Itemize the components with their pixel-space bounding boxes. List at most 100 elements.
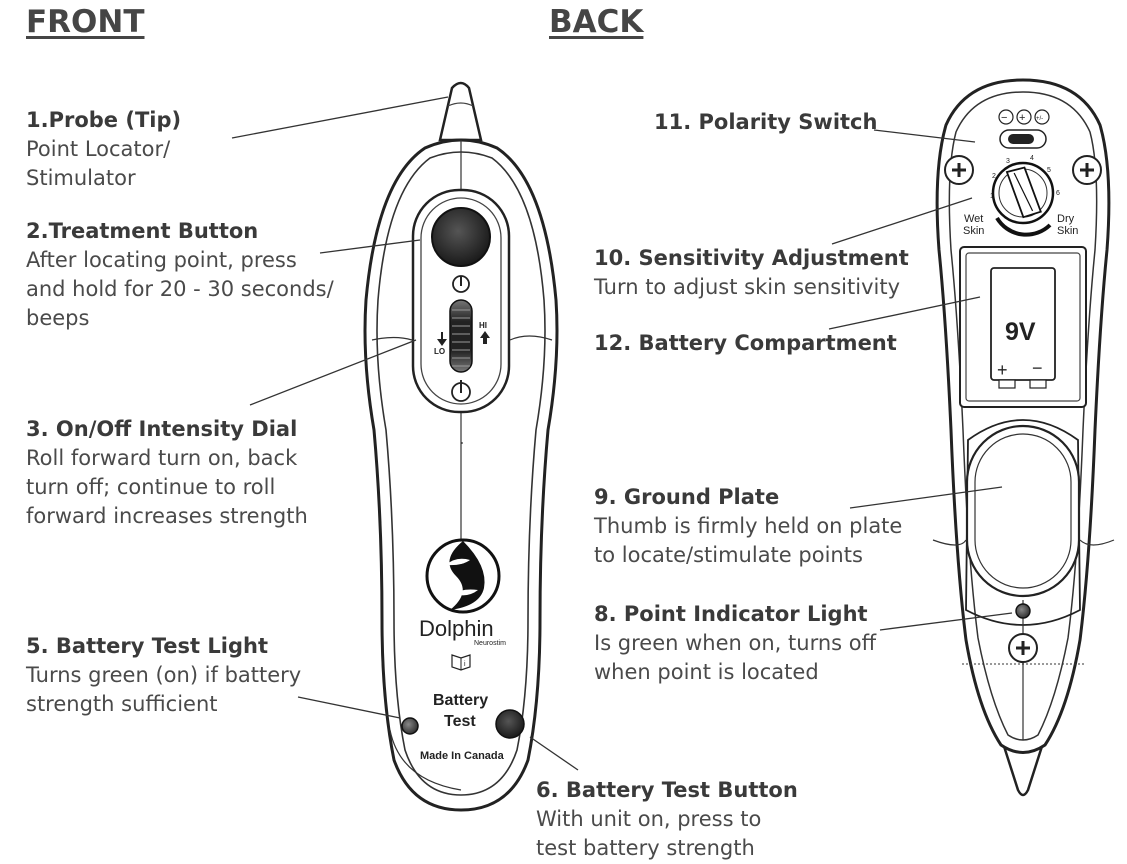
battery-test-button[interactable] [495, 709, 525, 739]
callout-title: 12. Battery Compartment [594, 331, 897, 355]
dolphin-logo [425, 538, 501, 614]
leader-battery-light [297, 696, 401, 719]
battery-plus-terminal: + [997, 360, 1008, 380]
dry-skin-label: Skin [1057, 225, 1078, 237]
callout-line: strength sufficient [26, 692, 218, 716]
hi-label: HI [479, 321, 487, 330]
dial-number: 4 [1030, 155, 1034, 162]
battery-voltage-label: 9V [1005, 318, 1036, 346]
back-heading: BACK [549, 4, 644, 40]
callout-polarity: 11. Polarity Switch [654, 108, 877, 137]
callout-line: Turns green (on) if battery [26, 663, 302, 687]
callout-line: to locate/stimulate points [594, 543, 863, 567]
callout-line: and hold for 20 - 30 seconds/ [26, 277, 334, 301]
sub-brand: Neurostim [474, 640, 506, 647]
back-device: − + +/- 1 2 3 4 5 [932, 78, 1115, 797]
wet-skin-label: Wet [964, 213, 983, 225]
callout-battery-button: 6. Battery Test Button With unit on, pre… [536, 776, 798, 863]
manual-book-icon: i [451, 654, 471, 671]
brand-name: Dolphin [419, 616, 494, 641]
leader-indicator [879, 612, 1013, 631]
callout-treatment: 2.Treatment Button After locating point,… [26, 217, 334, 333]
callout-line: After locating point, press [26, 248, 297, 272]
callout-line: With unit on, press to [536, 807, 762, 831]
svg-text:i: i [464, 661, 466, 668]
callout-dial: 3. On/Off Intensity Dial Roll forward tu… [26, 415, 308, 531]
callout-line: Thumb is firmly held on plate [594, 514, 903, 538]
leader-ground [849, 486, 1003, 509]
point-indicator-light [1015, 603, 1031, 619]
callout-title: 2.Treatment Button [26, 219, 259, 243]
leader-lines [231, 96, 1013, 771]
polarity-minus [998, 109, 1014, 125]
leader-compartment [828, 296, 981, 330]
callout-title: 10. Sensitivity Adjustment [594, 246, 909, 270]
callout-compartment: 12. Battery Compartment [594, 329, 897, 358]
callout-sensitivity: 10. Sensitivity Adjustment Turn to adjus… [594, 244, 909, 302]
screw-icon [1008, 633, 1038, 663]
callout-line: when point is located [594, 660, 819, 684]
battery-test-light [401, 717, 419, 735]
front-body-inner [376, 151, 546, 796]
front-probe-tip [438, 81, 483, 142]
callout-title: 5. Battery Test Light [26, 634, 268, 658]
battery-label-1: Battery [433, 692, 488, 709]
power-icon [452, 275, 470, 293]
callout-line: Point Locator/ [26, 137, 171, 161]
callout-title: 9. Ground Plate [594, 485, 780, 509]
dial-number: 6 [1056, 190, 1060, 197]
callout-title: 8. Point Indicator Light [594, 602, 868, 626]
leader-treatment [319, 239, 421, 254]
power-icon [451, 380, 471, 402]
battery-minus-terminal: − [1032, 358, 1043, 378]
battery-label-2: Test [444, 713, 476, 730]
callout-title: 1.Probe (Tip) [26, 108, 182, 132]
leader-polarity [873, 129, 976, 143]
callout-line: Stimulator [26, 166, 136, 190]
callout-line: test battery strength [536, 836, 755, 860]
callout-line: Roll forward turn on, back [26, 446, 298, 470]
screw-icon [1072, 155, 1102, 185]
leader-dial [249, 339, 417, 406]
arrow-down-icon [437, 332, 447, 346]
callout-line: turn off; continue to roll [26, 475, 276, 499]
dial-number: 5 [1047, 167, 1051, 174]
polarity-both [1034, 109, 1050, 125]
dry-skin-label: Dry [1057, 213, 1075, 225]
treatment-button[interactable] [431, 207, 491, 267]
made-in-label: Made In Canada [420, 750, 505, 762]
callout-indicator: 8. Point Indicator Light Is green when o… [594, 600, 876, 687]
lo-label: LO [434, 347, 445, 356]
dial-number: 1 [990, 193, 994, 200]
leader-sensitivity [831, 197, 973, 245]
battery-9v [990, 267, 1056, 381]
wet-skin-label: Skin [963, 225, 984, 237]
intensity-dial[interactable] [449, 299, 473, 373]
arrow-up-icon [480, 331, 490, 344]
front-heading: FRONT [26, 4, 145, 40]
callout-line: forward increases strength [26, 504, 308, 528]
front-device: HI LO Dolphin Neurostim i [363, 81, 559, 812]
polarity-both-symbol: +/- [1036, 116, 1043, 122]
ground-plate[interactable] [965, 424, 1081, 598]
callout-title: 6. Battery Test Button [536, 778, 798, 802]
callout-battery-light: 5. Battery Test Light Turns green (on) i… [26, 632, 301, 719]
callout-title: 11. Polarity Switch [654, 110, 878, 134]
callout-line: Is green when on, turns off [594, 631, 877, 655]
callout-line: beeps [26, 306, 90, 330]
polarity-minus-symbol: − [1001, 112, 1007, 124]
callout-ground: 9. Ground Plate Thumb is firmly held on … [594, 483, 902, 570]
dial-number: 2 [992, 173, 996, 180]
leader-battery-button [529, 736, 579, 771]
polarity-plus-symbol: + [1019, 112, 1025, 124]
callout-probe: 1.Probe (Tip) Point Locator/ Stimulator [26, 106, 181, 193]
callout-title: 3. On/Off Intensity Dial [26, 417, 298, 441]
dial-number: 3 [1006, 158, 1010, 165]
leader-probe [231, 96, 449, 139]
screw-icon [944, 155, 974, 185]
back-probe-tip [1000, 738, 1046, 797]
callout-line: Turn to adjust skin sensitivity [594, 275, 901, 299]
polarity-plus [1016, 109, 1032, 125]
